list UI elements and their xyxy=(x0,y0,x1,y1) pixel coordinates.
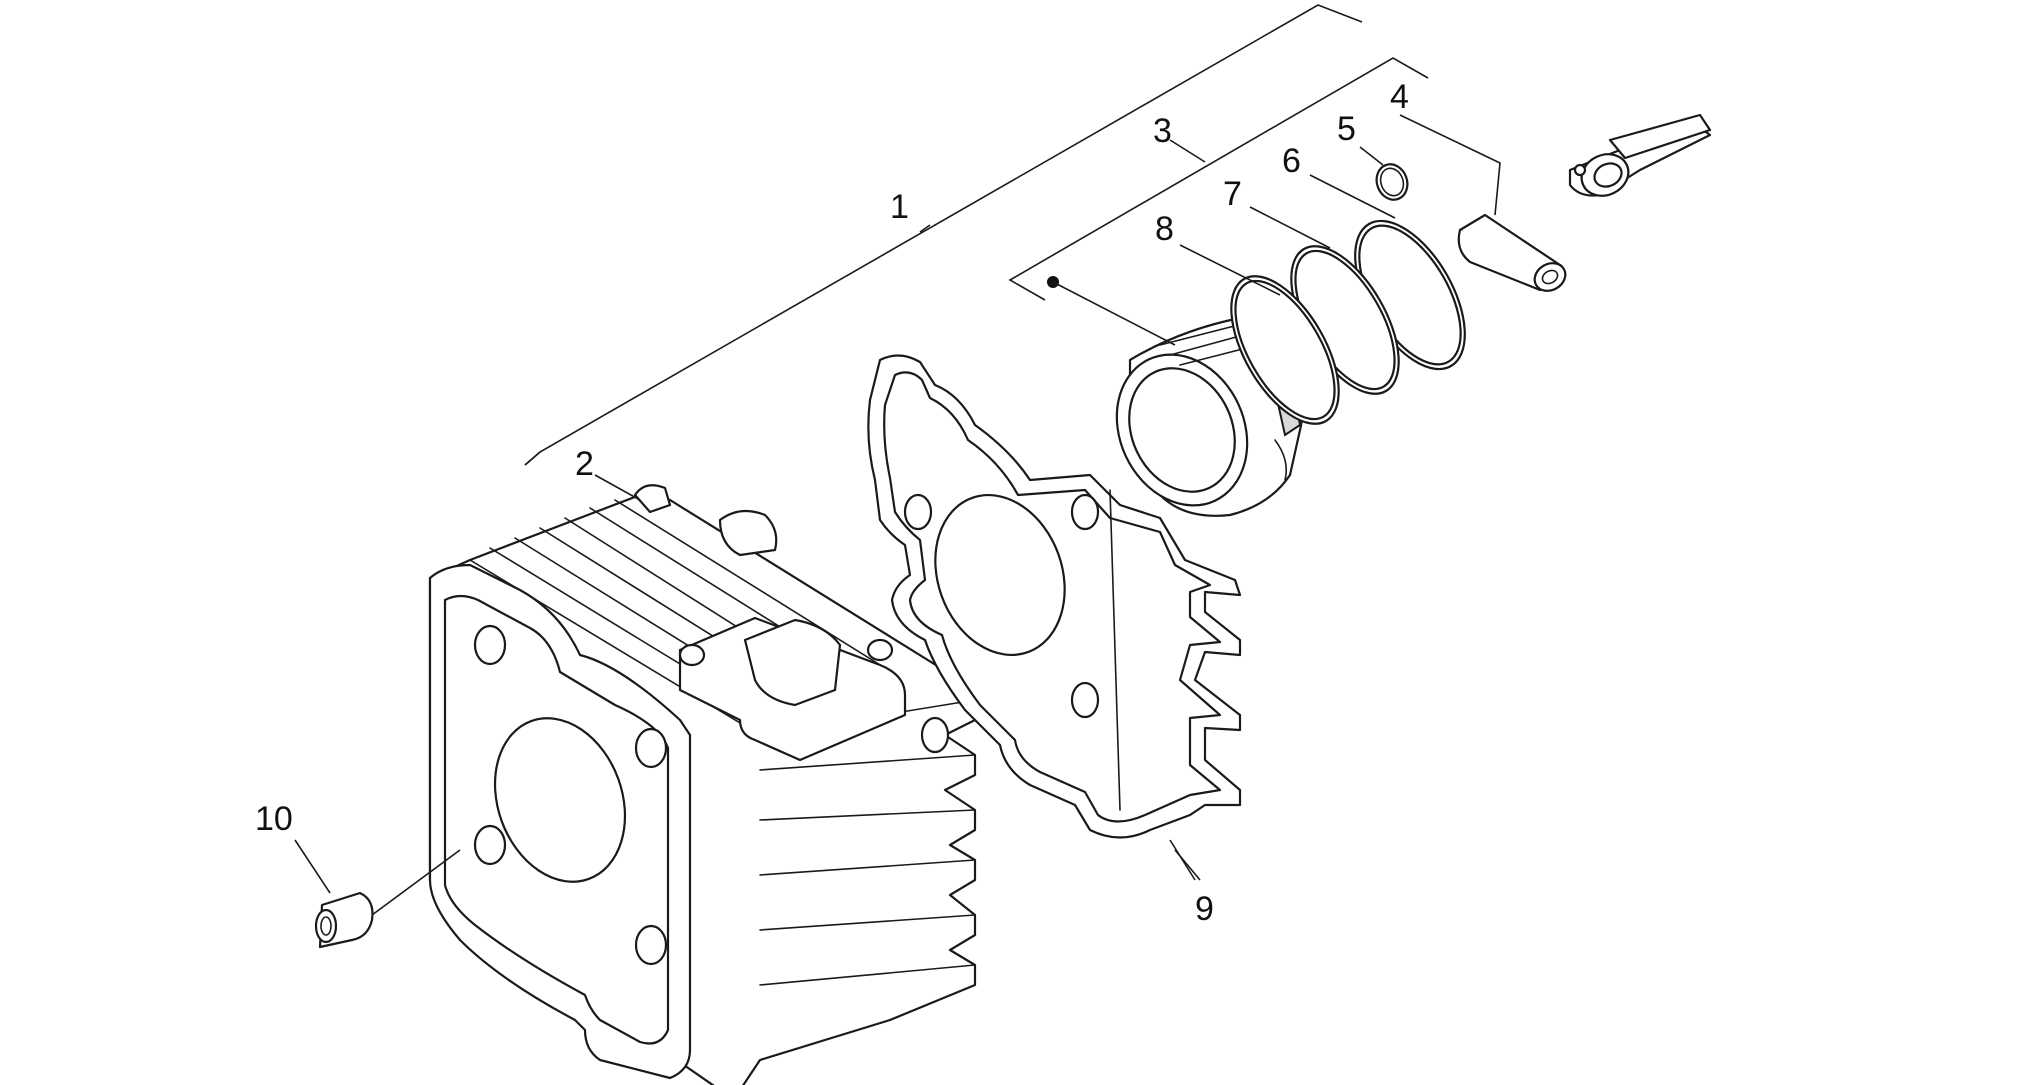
callout-9: 9 xyxy=(1195,890,1214,928)
cylinder xyxy=(428,484,977,1085)
bracket-assembly-1 xyxy=(524,4,1363,466)
callout-3: 3 xyxy=(1153,112,1172,150)
callout-5: 5 xyxy=(1337,110,1356,148)
connecting-rod-end xyxy=(1568,113,1712,197)
bracket-piston-kit-3 xyxy=(1008,57,1429,301)
bracket-piston-pin-4 xyxy=(1399,114,1501,216)
circlip xyxy=(1375,163,1409,201)
callout-1: 1 xyxy=(890,188,909,226)
piston-pin xyxy=(1457,213,1567,292)
base-gasket xyxy=(867,354,1242,881)
callout-7: 7 xyxy=(1223,175,1242,213)
callout-10: 10 xyxy=(255,800,293,838)
leader-lines xyxy=(294,146,1396,894)
callout-labels: 1 2 3 4 5 6 7 8 9 10 xyxy=(255,78,1409,928)
oil-ring xyxy=(1230,275,1340,425)
dowel-pin xyxy=(314,849,461,949)
callout-6: 6 xyxy=(1282,142,1301,180)
callout-4: 4 xyxy=(1390,78,1409,116)
callout-8: 8 xyxy=(1155,210,1174,248)
callout-2: 2 xyxy=(575,445,594,483)
